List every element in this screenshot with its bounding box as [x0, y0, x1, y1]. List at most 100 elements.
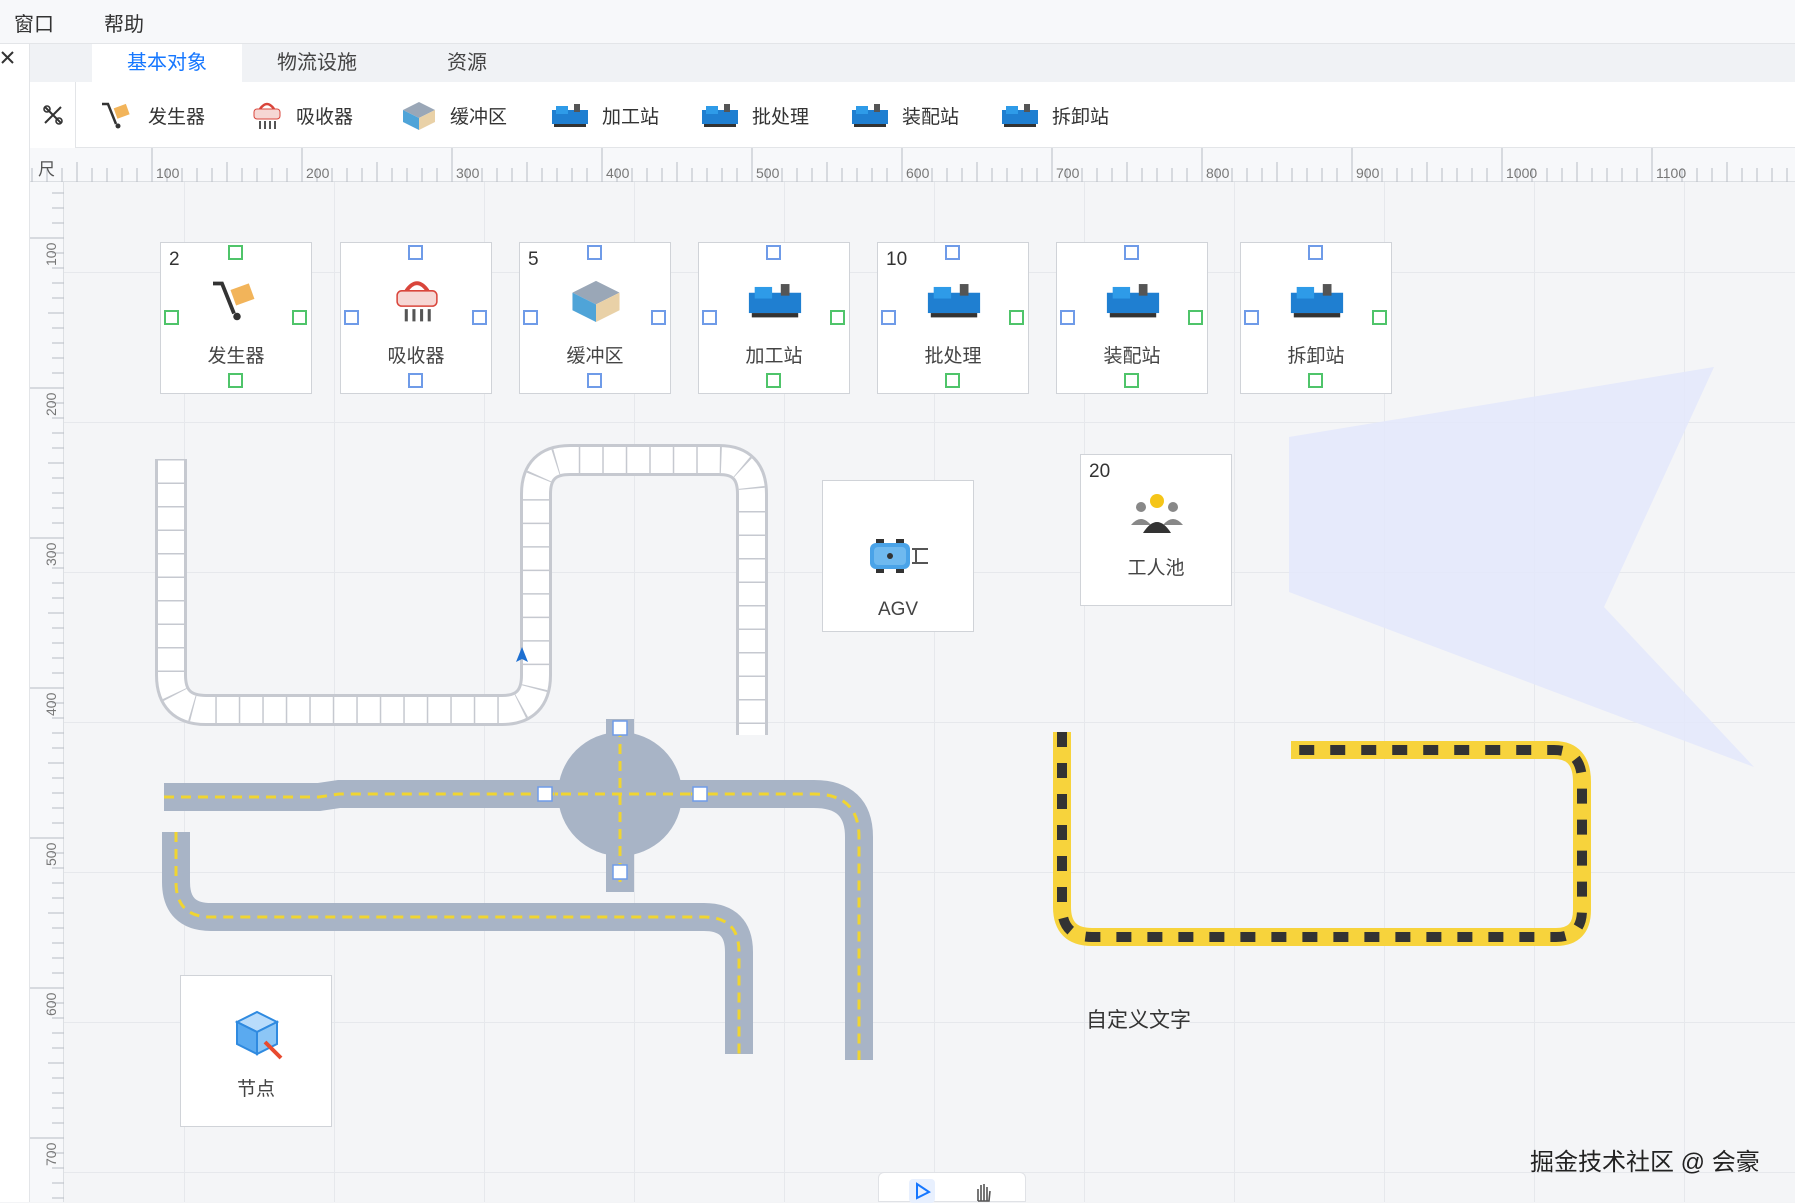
palette-label-absorber: 吸收器 [296, 106, 354, 128]
machine-icon [927, 284, 981, 318]
guide-track[interactable] [1053, 732, 1591, 946]
port-right[interactable] [472, 310, 487, 325]
node-generator[interactable]: 2 发生器 [160, 242, 312, 394]
port-right[interactable] [1372, 310, 1387, 325]
palette-item-absorber[interactable]: 吸收器 [250, 96, 353, 134]
tab-basic-objects[interactable]: 基本对象 [92, 44, 242, 82]
port-top[interactable] [408, 245, 423, 260]
left-side-strip [0, 44, 30, 1202]
node-generic-label: 节点 [236, 1079, 275, 1100]
cart-icon [213, 281, 255, 321]
port-bottom[interactable] [945, 373, 960, 388]
ruler-h-label: 500 [756, 165, 780, 181]
road-network[interactable] [162, 719, 873, 1060]
node-agv[interactable]: AGV [822, 480, 974, 632]
ruler-unit-label: 尺 [38, 160, 55, 179]
ruler-v-label: 200 [43, 392, 59, 416]
generator-count: 2 [169, 249, 180, 270]
node-absorber[interactable]: 吸收器 [340, 242, 492, 394]
machine-icon [1290, 284, 1344, 318]
port-right[interactable] [292, 310, 307, 325]
conveyor-direction-arrow [516, 647, 528, 662]
machine-icon [748, 284, 802, 318]
worker-group-icon [1131, 494, 1183, 533]
basket-icon [253, 102, 281, 129]
close-icon[interactable] [0, 50, 16, 66]
ruler-v-label: 600 [43, 992, 59, 1016]
ruler-v-label: 100 [43, 242, 59, 266]
buffer-label: 缓冲区 [566, 346, 624, 367]
ruler-h-label: 300 [456, 165, 480, 181]
select-pointer-icon[interactable] [909, 1179, 935, 1203]
port-left[interactable] [344, 310, 359, 325]
palette-label-disassembly: 拆卸站 [1052, 106, 1110, 128]
port-bottom[interactable] [1308, 373, 1323, 388]
port-right[interactable] [651, 310, 666, 325]
menu-window[interactable]: 窗口 [14, 14, 54, 36]
basket-icon [396, 281, 438, 322]
generator-label: 发生器 [207, 346, 265, 367]
ruler-h-label: 1100 [1656, 165, 1686, 181]
port-left[interactable] [164, 310, 179, 325]
port-top[interactable] [228, 245, 243, 260]
node-batch[interactable]: 10 批处理 [877, 242, 1029, 394]
ruler-h-label: 600 [906, 165, 930, 181]
node-generic[interactable]: 节点 [180, 975, 332, 1127]
port-bottom[interactable] [766, 373, 781, 388]
agv-vehicle-icon [870, 539, 928, 573]
ruler-h-label: 400 [606, 165, 630, 181]
node-disassembly[interactable]: 拆卸站 [1240, 242, 1392, 394]
tool-column [30, 82, 76, 148]
machine-icon [552, 104, 588, 127]
node-worker-pool[interactable]: 20 工人池 [1080, 454, 1232, 606]
port-left[interactable] [1244, 310, 1259, 325]
ruler-h-label: 100 [156, 165, 180, 181]
ruler-h-label: 800 [1206, 165, 1230, 181]
port-top[interactable] [1124, 245, 1139, 260]
port-top[interactable] [1308, 245, 1323, 260]
menu-help[interactable]: 帮助 [104, 14, 144, 36]
agv-label: AGV [877, 599, 919, 620]
component-palette: 发生器 吸收器 缓冲区 加工站 批处理 [76, 82, 1795, 148]
palette-item-generator[interactable]: 发生器 [100, 96, 205, 134]
menu-bar: 窗口 帮助 [0, 0, 1795, 44]
node-assembly[interactable]: 装配站 [1056, 242, 1208, 394]
port-top[interactable] [587, 245, 602, 260]
palette-label-assembly: 装配站 [902, 106, 960, 128]
batch-label: 批处理 [924, 346, 982, 367]
palette-label-generator: 发生器 [148, 106, 206, 128]
port-top[interactable] [766, 245, 781, 260]
port-left[interactable] [523, 310, 538, 325]
port-bottom[interactable] [1124, 373, 1139, 388]
palette-item-processing[interactable]: 加工站 [550, 96, 659, 134]
node-processing[interactable]: 加工站 [698, 242, 850, 394]
port-bottom[interactable] [228, 373, 243, 388]
port-right[interactable] [1188, 310, 1203, 325]
worker-pool-count: 20 [1089, 461, 1111, 482]
absorber-label: 吸收器 [387, 346, 445, 367]
node-buffer[interactable]: 5 缓冲区 [519, 242, 671, 394]
port-left[interactable] [702, 310, 717, 325]
port-bottom[interactable] [587, 373, 602, 388]
machine-icon [852, 104, 888, 127]
ruler-h-label: 900 [1356, 165, 1380, 181]
warehouse-icon [403, 102, 435, 130]
port-bottom[interactable] [408, 373, 423, 388]
palette-item-assembly[interactable]: 装配站 [850, 96, 959, 134]
conveyor-left[interactable] [155, 444, 768, 735]
port-right[interactable] [830, 310, 845, 325]
port-left[interactable] [881, 310, 896, 325]
design-canvas[interactable]: 2 发生器 吸收器 5 缓冲区 [64, 182, 1795, 1202]
port-left[interactable] [1060, 310, 1075, 325]
palette-item-disassembly[interactable]: 拆卸站 [1000, 96, 1109, 134]
palette-item-batch[interactable]: 批处理 [700, 96, 809, 134]
palette-item-buffer[interactable]: 缓冲区 [400, 96, 507, 134]
port-top[interactable] [945, 245, 960, 260]
hand-pan-icon[interactable] [971, 1179, 995, 1203]
tools-icon[interactable] [41, 103, 65, 127]
port-right[interactable] [1009, 310, 1024, 325]
tab-logistics[interactable]: 物流设施 [277, 52, 357, 74]
tab-resources[interactable]: 资源 [447, 52, 487, 74]
custom-text-label[interactable]: 自定义文字 [1086, 1009, 1191, 1032]
